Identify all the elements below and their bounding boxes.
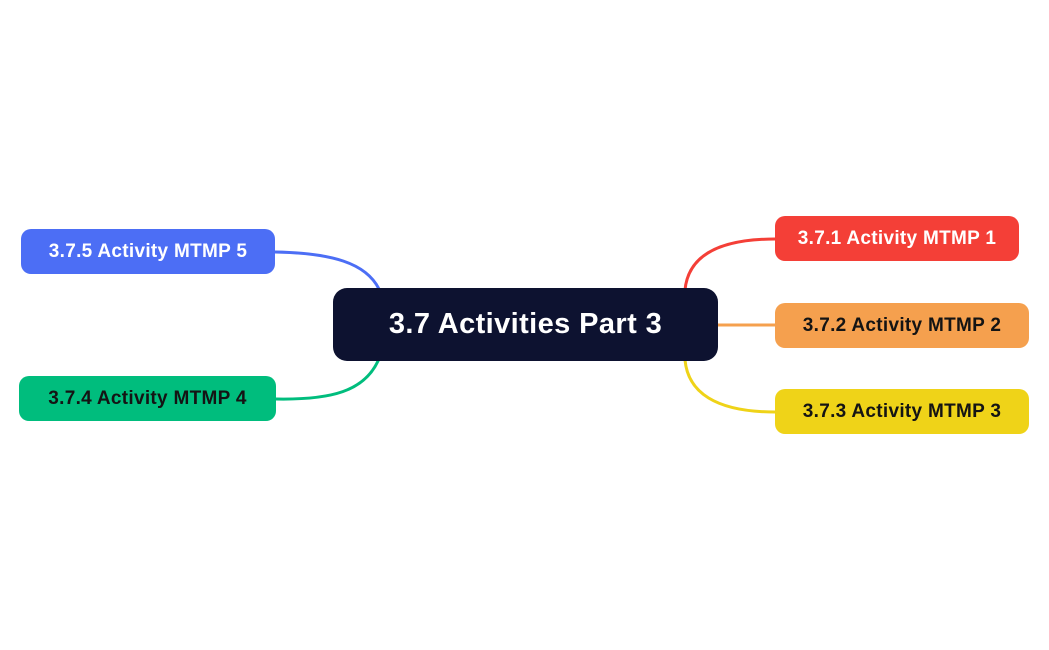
branch-node-3-7-4[interactable]: 3.7.4 Activity MTMP 4 [19,376,276,421]
branch-node-label: 3.7.2 Activity MTMP 2 [802,314,1002,336]
branch-node-3-7-1[interactable]: 3.7.1 Activity MTMP 1 [775,216,1019,261]
connector-root-to-3-7-1 [683,237,777,292]
branch-node-3-7-5[interactable]: 3.7.5 Activity MTMP 5 [21,229,275,274]
branch-node-3-7-3[interactable]: 3.7.3 Activity MTMP 3 [775,389,1029,434]
connector-root-to-3-7-3 [683,358,777,414]
connector-root-to-3-7-5 [273,250,381,291]
branch-node-label: 3.7.1 Activity MTMP 1 [797,227,997,249]
branch-node-3-7-2[interactable]: 3.7.2 Activity MTMP 2 [775,303,1029,348]
root-node[interactable]: 3.7 Activities Part 3 [333,288,718,361]
branch-node-label: 3.7.5 Activity MTMP 5 [48,240,248,262]
root-node-label: 3.7 Activities Part 3 [388,308,663,340]
branch-node-label: 3.7.3 Activity MTMP 3 [802,400,1002,422]
branch-node-label: 3.7.4 Activity MTMP 4 [48,387,247,409]
connector-root-to-3-7-4 [274,359,380,401]
